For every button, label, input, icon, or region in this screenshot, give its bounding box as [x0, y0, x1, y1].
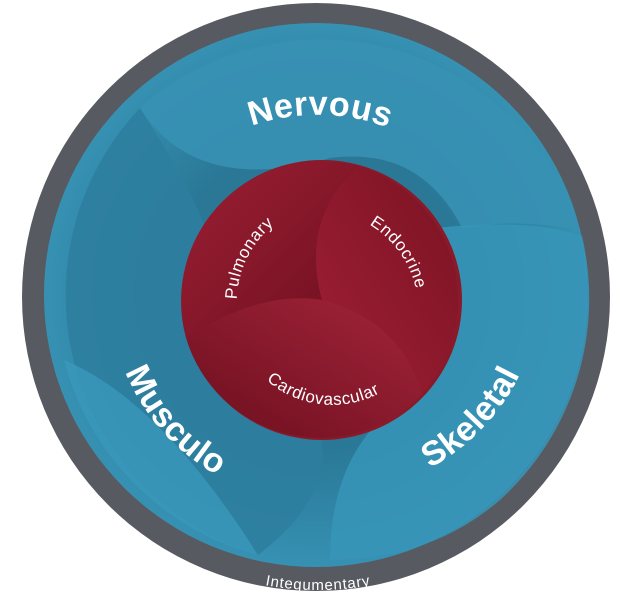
endocrine-segment: [315, 166, 459, 394]
cardiovascular-segment: [186, 298, 422, 438]
pulmonary-segment: [181, 161, 358, 338]
musculo-highlight: [64, 360, 258, 555]
skeletal-segment: [330, 224, 590, 560]
integumentary-label: Integumentary: [264, 572, 371, 594]
nervous-segment: [140, 39, 580, 231]
